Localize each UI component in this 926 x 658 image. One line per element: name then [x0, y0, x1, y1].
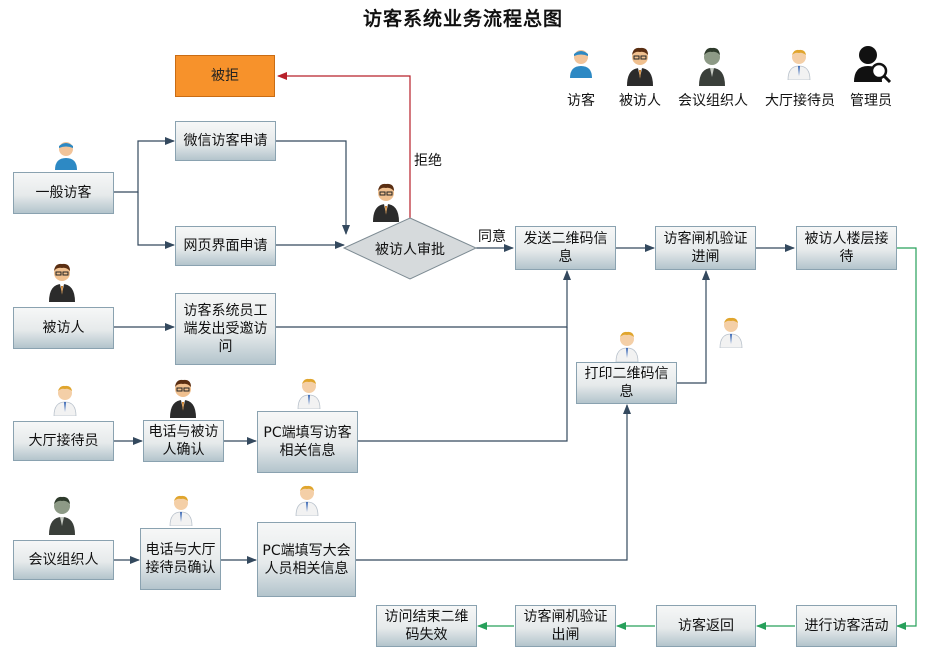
edge-hostfloor-activity: [896, 247, 917, 630]
approval-label: 被访人审批: [375, 242, 445, 258]
actor-receptionist: 大厅接待员: [13, 421, 114, 461]
receptionist-icon: [294, 484, 320, 517]
actor-host: 被访人: [13, 307, 114, 349]
send-qr-box: 发送二维码信息: [515, 226, 616, 270]
visitor-return-box: 访客返回: [656, 605, 756, 647]
visit-activity-box: 进行访客活动: [796, 605, 897, 647]
actor-visitor: 一般访客: [13, 172, 114, 214]
page-title: 访客系统业务流程总图: [362, 8, 563, 30]
visitor-icon: [568, 48, 594, 78]
host-icon: [372, 182, 400, 222]
edge-wechat-approve: [276, 140, 350, 235]
reject-label: 拒绝: [414, 153, 442, 169]
legend-label: 管理员: [850, 93, 892, 109]
agree-label: 同意: [478, 229, 506, 245]
edge-approve-reject: [277, 72, 411, 222]
receptionist-icon: [296, 377, 322, 410]
pc-fill-meeting-box: PC端填写大会人员相关信息: [257, 522, 356, 597]
organizer-icon: [698, 46, 726, 86]
receptionist-icon: [168, 494, 194, 527]
receptionist-icon: [614, 330, 640, 363]
invite-box: 访客系统员工端发出受邀访问: [175, 293, 276, 365]
legend-label: 被访人: [619, 93, 661, 109]
receptionist-icon: [786, 48, 812, 81]
legend-label: 大厅接待员: [765, 93, 835, 109]
rejected-box: 被拒: [175, 55, 275, 97]
host-icon: [48, 262, 76, 302]
receptionist-icon: [718, 316, 744, 349]
visitor-icon: [53, 140, 79, 170]
legend-label: 会议组织人: [678, 93, 748, 109]
host-icon: [169, 378, 197, 418]
wechat-apply-box: 微信访客申请: [175, 121, 276, 161]
edge-visitor-web: [137, 192, 175, 249]
edge-invite-sendqr: [276, 270, 571, 328]
pc-fill-visitor-box: PC端填写访客相关信息: [257, 411, 358, 473]
phone-confirm-reception-box: 电话与大厅接待员确认: [140, 528, 221, 590]
print-qr-box: 打印二维码信息: [576, 362, 677, 404]
qr-expire-box: 访问结束二维码失效: [376, 605, 477, 647]
edge-pcfill2-printqr: [356, 404, 631, 561]
web-apply-box: 网页界面申请: [175, 226, 276, 266]
approval-diamond: [342, 217, 478, 280]
phone-confirm-host-box: 电话与被访人确认: [143, 420, 224, 462]
gate-out-box: 访客闸机验证出闸: [515, 605, 616, 647]
gate-in-box: 访客闸机验证进闸: [655, 226, 756, 270]
edge-visitor-wechat: [113, 137, 175, 193]
edge-printqr-gatein: [677, 270, 710, 384]
legend-label: 访客: [567, 93, 595, 109]
host-icon: [626, 46, 654, 86]
admin-icon: [852, 44, 892, 84]
organizer-icon: [48, 495, 76, 535]
actor-organizer: 会议组织人: [13, 540, 114, 580]
receptionist-icon: [52, 384, 78, 417]
host-floor-box: 被访人楼层接待: [796, 226, 897, 270]
edge-pcfill-sendqr: [358, 327, 568, 442]
